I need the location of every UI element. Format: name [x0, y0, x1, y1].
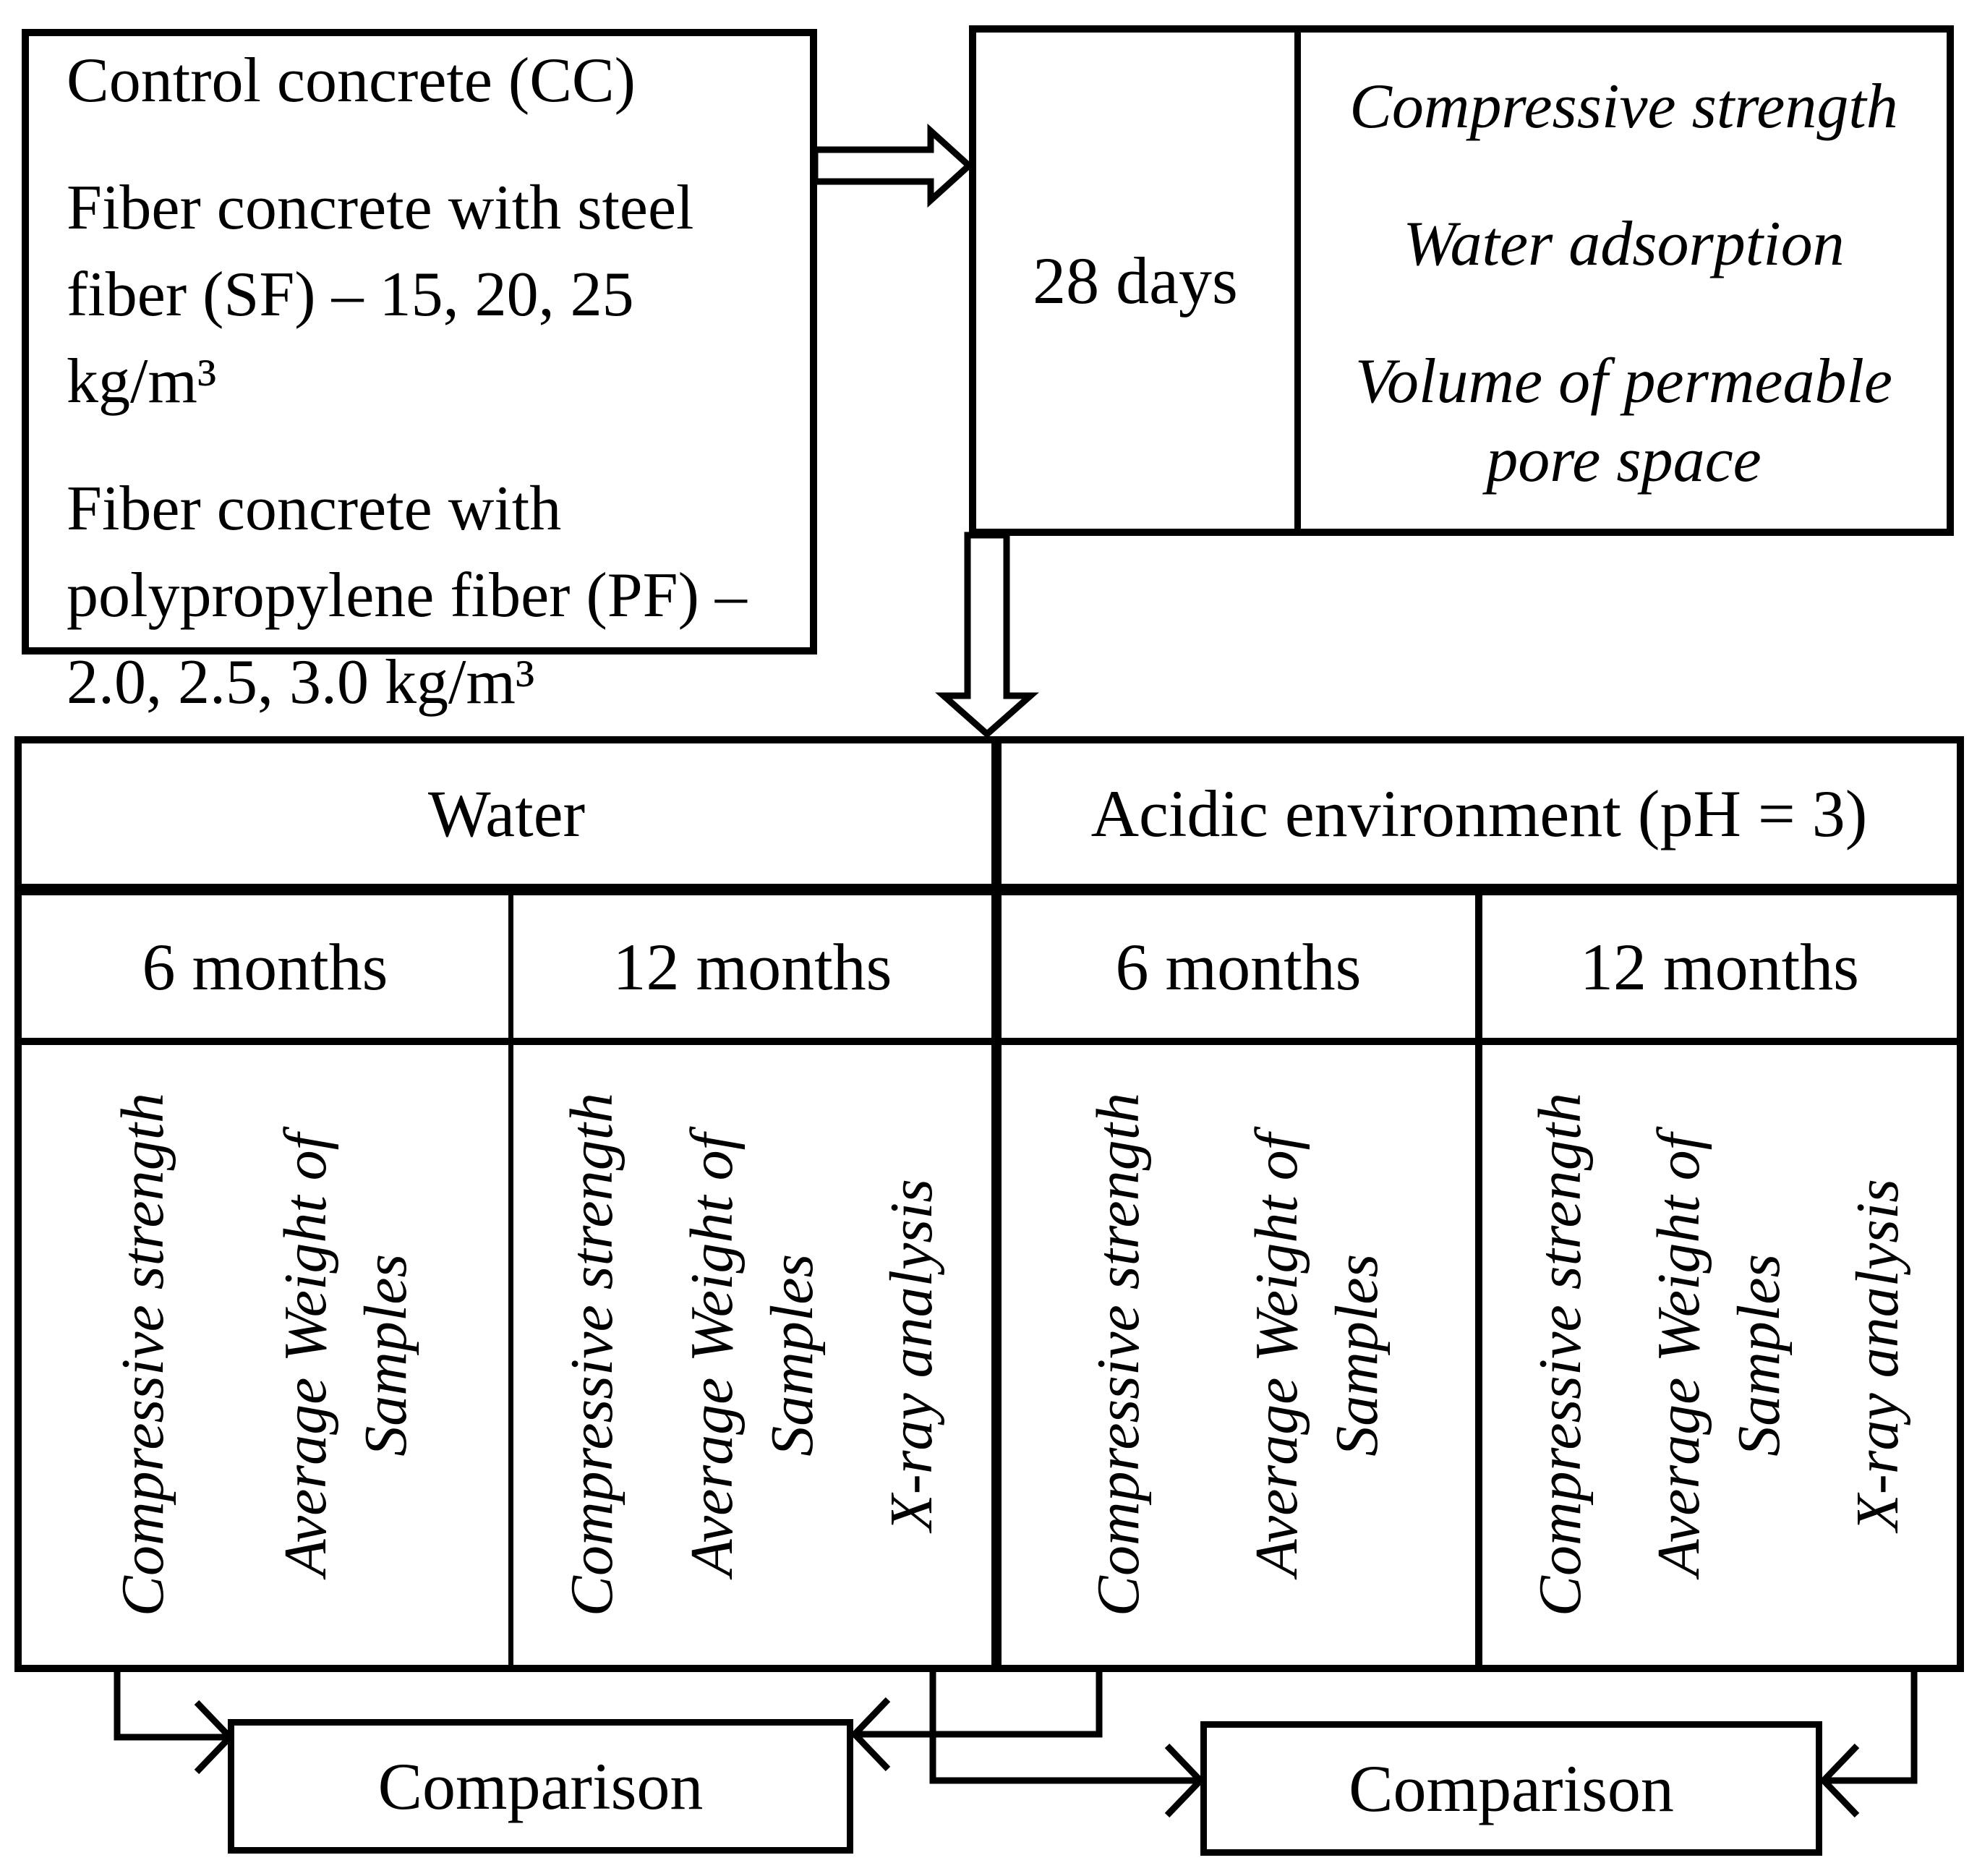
test-label: Average Weight of Samples — [1645, 1133, 1793, 1577]
period-water-6-months: 6 months — [142, 929, 388, 1004]
mix-line-control: Control concrete (CC) — [67, 46, 636, 116]
arrowhead-right-icon — [194, 1700, 235, 1775]
comparison-box-6-months: Comparison — [228, 1719, 853, 1854]
test-label: Compressive strength — [558, 1093, 626, 1617]
connector-acid12-icon — [1825, 1672, 1918, 1784]
test-label: Compressive strength — [1085, 1093, 1153, 1617]
test-label: X-ray analysis — [1844, 1178, 1911, 1532]
test-label: Compressive strength — [1526, 1093, 1594, 1617]
tests-acid-12-months: Compressive strength Average Weight of S… — [1482, 1045, 1957, 1665]
divider-acid-6-12 — [1475, 884, 1482, 1665]
env-header-acidic: Acidic environment (pH = 3) — [1090, 777, 1868, 850]
flow-arrow-down-icon — [935, 532, 1039, 739]
period-acid-6-months: 6 months — [1115, 929, 1362, 1004]
tests-water-6-months: Compressive strength Average Weight of S… — [22, 1045, 508, 1665]
tests-acid-6-months: Compressive strength Average Weight of S… — [1002, 1045, 1475, 1665]
period-acid-12-months: 12 months — [1580, 929, 1859, 1004]
connector-water6-icon — [114, 1672, 229, 1741]
test-label: Average Weight of Samples — [678, 1133, 826, 1577]
curing-box: 28 days Compressive strength Water adsor… — [969, 25, 1954, 536]
flow-arrow-right-icon — [811, 123, 974, 208]
connector-acid6-icon — [856, 1672, 1103, 1738]
divider-env-period — [22, 884, 1957, 895]
curing-test-water-adsorption: Water adsorption — [1403, 208, 1845, 279]
comparison-box-12-months: Comparison — [1200, 1721, 1822, 1856]
curing-test-compressive-strength: Compressive strength — [1349, 72, 1898, 142]
mix-line-polypropylene-fiber: Fiber concrete with polypropylene fiber … — [67, 474, 747, 717]
divider-water-acid — [991, 743, 1002, 1665]
divider-period-tests — [22, 1038, 1957, 1045]
divider-water-6-12 — [508, 884, 513, 1665]
curing-age-label: 28 days — [1033, 244, 1238, 317]
curing-tests-cell: Compressive strength Water adsorption Vo… — [1301, 33, 1947, 529]
period-water-12-months: 12 months — [612, 929, 892, 1004]
comparison-label: Comparison — [1349, 1752, 1674, 1825]
mix-box: Control concrete (CC) Fiber concrete wit… — [22, 29, 817, 717]
test-label: Compressive strength — [109, 1093, 177, 1617]
arrowhead-right-icon — [1164, 1743, 1205, 1818]
test-label: Average Weight of Samples — [1242, 1133, 1391, 1577]
test-label: X-ray analysis — [877, 1178, 945, 1532]
connector-water12-icon — [929, 1672, 1199, 1784]
tests-water-12-months: Compressive strength Average Weight of S… — [513, 1045, 991, 1665]
mix-line-steel-fiber: Fiber concrete with steel fiber (SF) – 1… — [67, 173, 694, 417]
arrowhead-left-icon — [850, 1697, 891, 1772]
curing-age-cell: 28 days — [976, 33, 1301, 529]
exposure-table: Water Acidic environment (pH = 3) 6 mont… — [14, 736, 1964, 1672]
curing-test-permeable-pore-space: Volume of permeable pore space — [1355, 346, 1892, 495]
env-header-water: Water — [427, 777, 586, 850]
arrowhead-left-icon — [1819, 1743, 1860, 1818]
test-label: Average Weight of Samples — [271, 1133, 419, 1577]
comparison-label: Comparison — [377, 1749, 704, 1823]
